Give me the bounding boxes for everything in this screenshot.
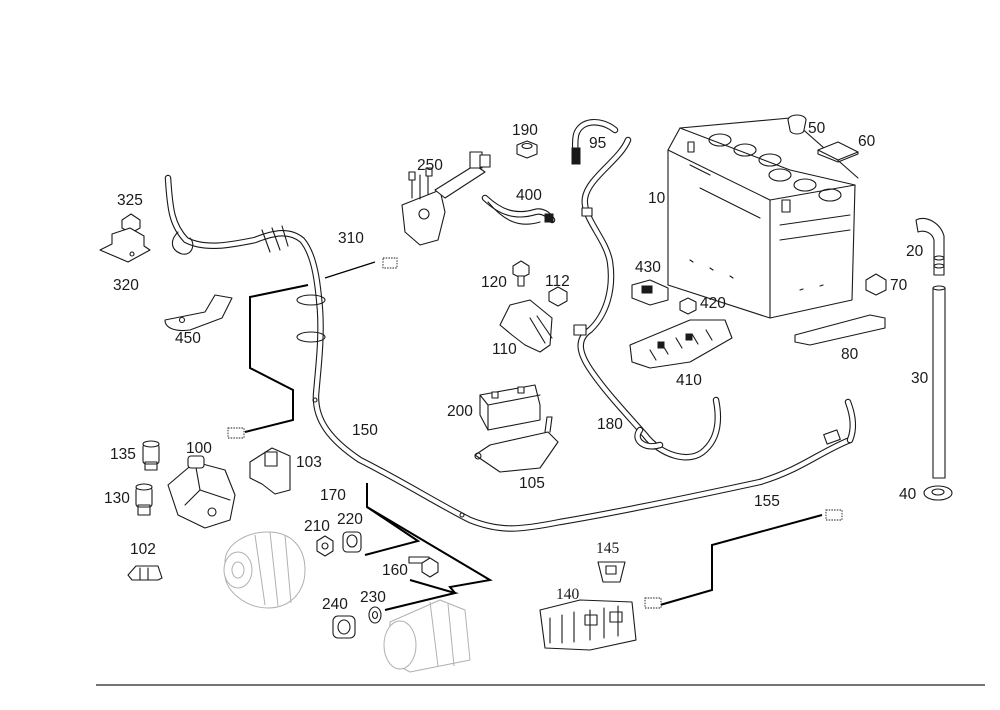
- cable-400-icon: [481, 194, 556, 225]
- label-400: 400: [516, 187, 542, 204]
- label-135: 135: [110, 446, 136, 463]
- label-103: 103: [296, 454, 322, 471]
- washer-230-icon: [368, 606, 382, 624]
- main-cable-150: [164, 174, 857, 532]
- elbow-20-icon: [915, 217, 945, 276]
- label-80: 80: [841, 346, 859, 363]
- nut-325-icon: [121, 213, 141, 234]
- clip-102-icon: [127, 565, 163, 581]
- label-160: 160: [382, 562, 408, 579]
- label-140: 140: [556, 586, 580, 603]
- nut-112-icon: [548, 286, 568, 307]
- label-105: 105: [519, 475, 545, 492]
- label-310: 310: [338, 230, 364, 247]
- label-410: 410: [676, 372, 702, 389]
- label-95: 95: [589, 135, 606, 152]
- label-20: 20: [906, 243, 924, 260]
- label-230: 230: [360, 589, 386, 606]
- bushing-220-icon: [342, 531, 362, 553]
- label-430: 430: [635, 259, 661, 276]
- label-130: 130: [104, 490, 130, 507]
- label-210: 210: [304, 518, 330, 535]
- label-70: 70: [890, 277, 908, 294]
- grommet-40-icon: [923, 485, 953, 501]
- label-112: 112: [545, 273, 570, 290]
- tube-30-icon: [932, 285, 946, 479]
- pad-60-icon: [817, 141, 859, 163]
- leader-lines: [227, 257, 843, 611]
- bolt-160-icon: [408, 556, 439, 578]
- cap-50-icon: [787, 114, 807, 135]
- label-190: 190: [512, 122, 538, 139]
- bushing-240-icon: [332, 615, 356, 639]
- strap-80-icon: [794, 314, 886, 346]
- nut-190-icon: [516, 140, 538, 159]
- battery-200-icon: [479, 384, 541, 431]
- label-30: 30: [911, 370, 929, 387]
- label-220: 220: [337, 511, 363, 528]
- connector-103-icon: [249, 447, 291, 495]
- cable-95-icon: [571, 119, 619, 165]
- bracket-450-icon: [164, 294, 233, 332]
- bracket-105-icon: [474, 416, 559, 473]
- nut-70-icon: [865, 273, 887, 296]
- label-145: 145: [596, 540, 620, 557]
- fuse-145-icon: [597, 561, 626, 583]
- label-40: 40: [899, 486, 917, 503]
- label-325: 325: [117, 192, 143, 209]
- fusebox-410-icon: [629, 319, 733, 369]
- terminal-250-icon: [401, 151, 491, 246]
- label-250: 250: [417, 157, 443, 174]
- label-10: 10: [648, 190, 666, 207]
- bolt-120-icon: [512, 260, 530, 287]
- label-420: 420: [700, 295, 726, 312]
- alternator-ghost-icon: [223, 531, 306, 609]
- label-60: 60: [858, 133, 876, 150]
- bracket-110-icon: [499, 299, 553, 353]
- nut-210-icon: [316, 535, 334, 557]
- fitting-130-icon: [135, 483, 153, 516]
- fuseblock-140-icon: [539, 599, 637, 651]
- label-120: 120: [481, 274, 507, 291]
- label-450: 450: [175, 330, 201, 347]
- battery-cable-180: [573, 136, 722, 461]
- label-155: 155: [754, 493, 780, 510]
- label-240: 240: [322, 596, 348, 613]
- fitting-135-icon: [142, 440, 160, 471]
- block-320-icon: [99, 227, 151, 263]
- label-180: 180: [597, 416, 623, 433]
- relay-430-icon: [631, 279, 669, 306]
- starter-ghost-icon: [383, 599, 471, 673]
- label-320: 320: [113, 277, 139, 294]
- label-102: 102: [130, 541, 156, 558]
- label-50: 50: [808, 120, 826, 137]
- label-150: 150: [352, 422, 378, 439]
- callout-labels: 325 320 450 310 250 190 95 400 50 60 10 …: [104, 120, 929, 613]
- relay-100-icon: [167, 455, 236, 529]
- label-110: 110: [492, 341, 517, 358]
- label-170: 170: [320, 487, 346, 504]
- label-200: 200: [447, 403, 473, 420]
- label-100: 100: [186, 440, 212, 457]
- nut-420-icon: [679, 297, 697, 315]
